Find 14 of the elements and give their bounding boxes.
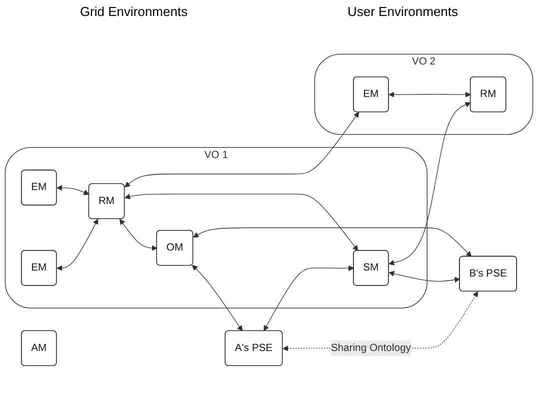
arrow — [264, 264, 354, 331]
arrow — [119, 218, 158, 250]
arrow — [192, 264, 243, 331]
arrow — [388, 102, 471, 265]
arrow — [193, 226, 472, 256]
region-label: User Environments — [347, 4, 458, 18]
arrow — [56, 184, 90, 195]
arrow — [124, 193, 358, 251]
region-label: Grid Environments — [80, 4, 188, 18]
arrow — [388, 270, 460, 282]
arrow — [56, 218, 98, 271]
arrow — [388, 91, 471, 98]
edge-label: Sharing Ontology — [330, 342, 411, 353]
arrow — [124, 111, 360, 187]
